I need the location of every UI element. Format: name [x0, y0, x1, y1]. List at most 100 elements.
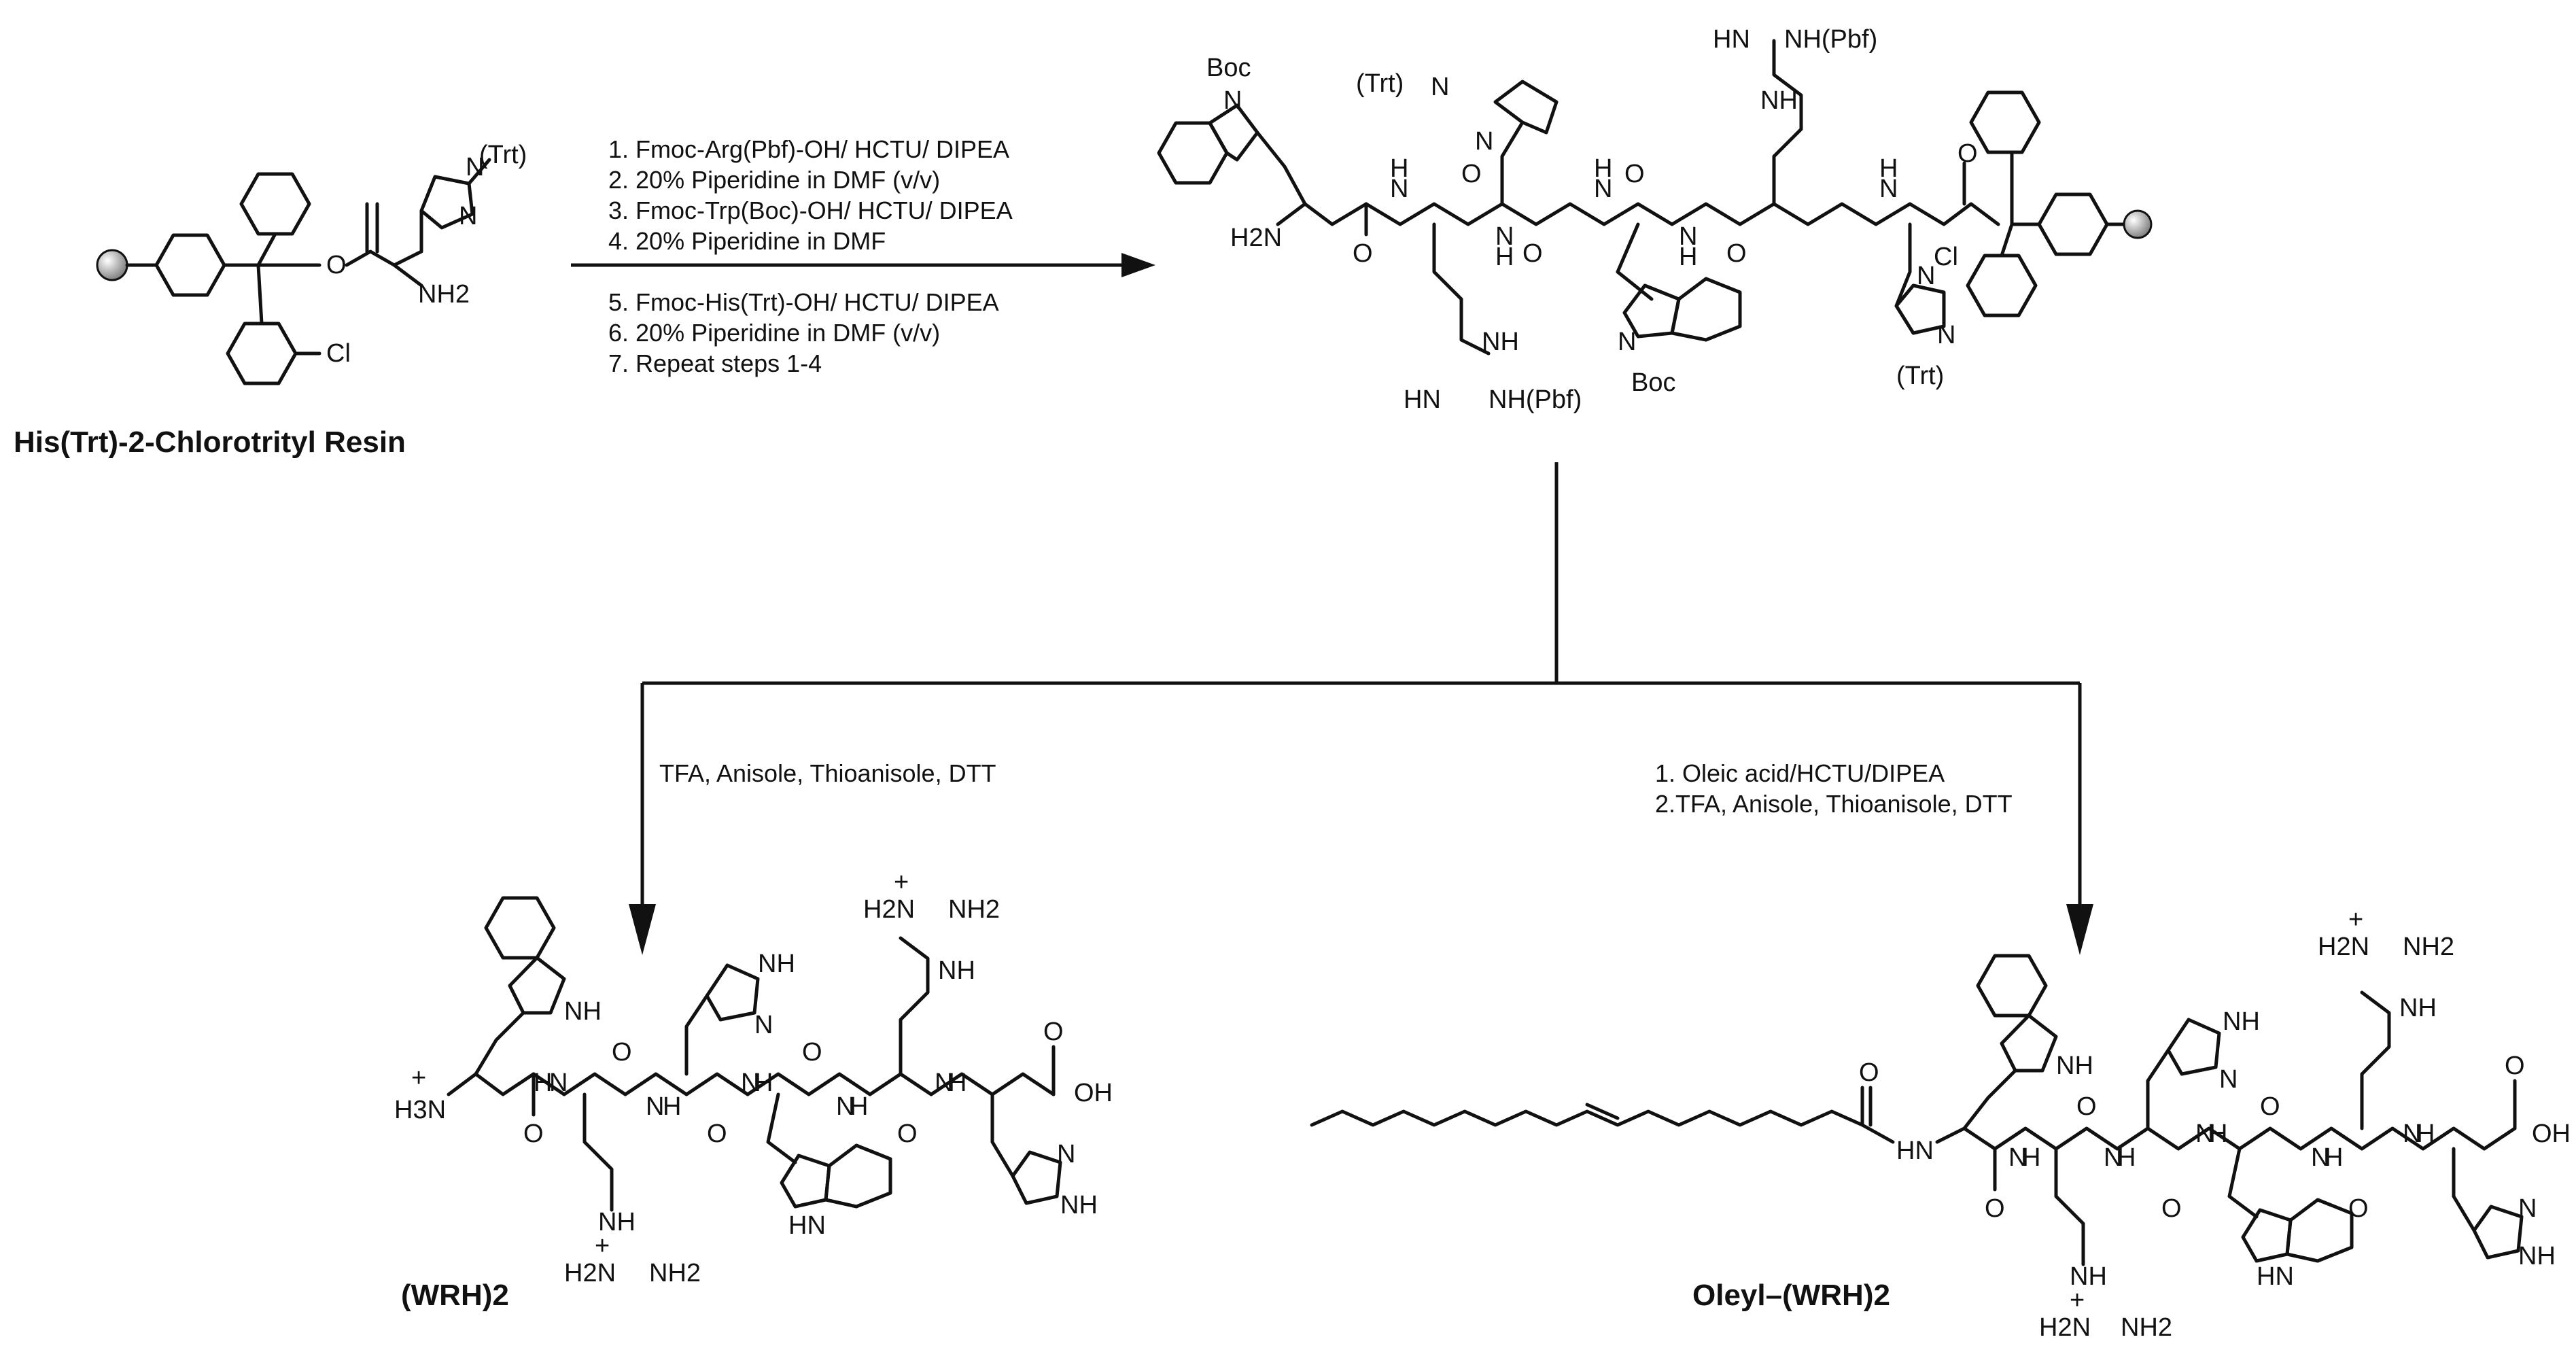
atom-label: NH	[598, 1208, 636, 1236]
atom-label: H	[850, 1092, 868, 1121]
atom-label: H	[2117, 1143, 2136, 1172]
atom-label: HN	[1896, 1137, 1934, 1165]
atom-label: O	[2260, 1092, 2280, 1121]
atom-label: H	[1495, 243, 1514, 271]
condition-line: 4. 20% Piperidine in DMF	[608, 227, 886, 255]
atom-label: N	[1937, 321, 1955, 349]
condition-line: 3. Fmoc-Trp(Boc)-OH/ HCTU/ DIPEA	[608, 196, 1013, 224]
atom-label: OH	[2532, 1120, 2571, 1148]
charge-label: +	[411, 1064, 426, 1092]
atom-label: O	[1624, 160, 1645, 188]
atom-label: HN	[1404, 385, 1441, 414]
atom-label: O	[612, 1038, 632, 1067]
condition-line: 2.TFA, Anisole, Thioanisole, DTT	[1655, 790, 2013, 818]
atom-label: N	[466, 153, 484, 181]
atom-label: H	[1679, 243, 1697, 271]
atom-label: NH(Pbf)	[1489, 385, 1582, 414]
atom-label: NH	[938, 956, 975, 985]
atom-label: H	[1879, 154, 1898, 183]
atom-label: O	[1726, 239, 1747, 268]
atom-label: H	[534, 1069, 552, 1097]
product-left-label: (WRH)2	[401, 1279, 509, 1312]
atom-label: O	[1043, 1018, 1064, 1046]
atom-label: N	[1618, 328, 1636, 356]
atom-label: NH	[1760, 86, 1798, 115]
atom-label: NH	[2070, 1262, 2107, 1291]
atom-label: O	[2505, 1052, 2525, 1080]
protected-peptide-structure	[1157, 39, 2126, 356]
atom-label: HN	[788, 1211, 826, 1240]
atom-label: N	[549, 1069, 568, 1097]
atom-label: N	[1495, 222, 1514, 251]
condition-line: 1. Fmoc-Arg(Pbf)-OH/ HCTU/ DIPEA	[608, 135, 1009, 163]
atom-label: NH2	[418, 280, 470, 309]
atom-label: N	[836, 1092, 854, 1121]
atom-label: N	[1431, 73, 1449, 101]
atom-label: NH2	[649, 1259, 701, 1287]
atom-label: NH	[2518, 1242, 2556, 1270]
atom-label: H	[754, 1069, 773, 1097]
atom-label: N	[459, 202, 477, 230]
atom-label: NH(Pbf)	[1784, 25, 1877, 54]
atom-label: N	[2195, 1120, 2214, 1148]
atom-label: H	[663, 1092, 681, 1121]
arrowhead-step1	[1121, 253, 1155, 277]
product-left-structure	[447, 896, 1062, 1212]
atom-label: N	[935, 1069, 953, 1097]
atom-label: HN	[1713, 25, 1750, 54]
atom-label: NH2	[2121, 1313, 2172, 1342]
atom-label: HN	[2257, 1262, 2294, 1291]
product-right-atoms: O HN NH NH N H2N NH2 + NH O O O O O O N …	[1859, 905, 2571, 1342]
atom-label: H2N	[863, 895, 915, 924]
atom-label: H	[1594, 154, 1612, 183]
starting-material-atoms: (Trt) N N NH2 O Cl	[326, 141, 527, 368]
condition-line: 1. Oleic acid/HCTU/DIPEA	[1655, 759, 1945, 787]
condition-line: 6. 20% Piperidine in DMF (v/v)	[608, 319, 940, 347]
resin-bead	[2123, 209, 2153, 239]
condition-line: 7. Repeat steps 1-4	[608, 349, 822, 377]
atom-label: O	[1859, 1058, 1879, 1087]
resin-bead	[96, 249, 128, 281]
condition-line: 2. 20% Piperidine in DMF (v/v)	[608, 166, 940, 194]
atom-label: N	[1594, 175, 1612, 203]
atom-label: (Trt)	[479, 141, 527, 169]
atom-label: Cl	[1934, 243, 1958, 271]
atom-label: NH	[2056, 1052, 2093, 1080]
atom-label: N	[1223, 86, 1242, 115]
charge-label: +	[2348, 905, 2363, 934]
atom-label: N	[1879, 175, 1898, 203]
atom-label: NH	[2223, 1007, 2260, 1036]
atom-label: H	[2209, 1120, 2227, 1148]
arrowhead-left-branch	[629, 904, 656, 955]
atom-label: N	[1057, 1140, 1075, 1169]
atom-label: N	[646, 1092, 664, 1121]
atom-label: Boc	[1631, 368, 1675, 397]
atom-label: H2N	[2318, 933, 2369, 961]
atom-label: (Trt)	[1356, 69, 1404, 98]
atom-label: O	[523, 1120, 544, 1148]
atom-label: O	[802, 1038, 822, 1067]
atom-label: O	[1461, 160, 1482, 188]
branch-connector	[640, 462, 2082, 904]
atom-label: N	[2008, 1143, 2027, 1172]
atom-label: H2N	[2039, 1313, 2091, 1342]
atom-label: OH	[1074, 1079, 1113, 1107]
arrowhead-right-branch	[2066, 904, 2093, 955]
right-branch-conditions: 1. Oleic acid/HCTU/DIPEA 2.TFA, Anisole,…	[1655, 759, 2013, 818]
atom-label: H	[1390, 154, 1408, 183]
atom-label: NH	[1060, 1191, 1098, 1219]
atom-label: H2N	[1230, 224, 1282, 252]
atom-label: NH	[564, 997, 602, 1026]
atom-label: N	[1475, 127, 1493, 156]
charge-label: +	[2070, 1286, 2085, 1315]
atom-label: N	[2518, 1194, 2537, 1223]
atom-label: O	[1522, 239, 1543, 268]
condition-line: 5. Fmoc-His(Trt)-OH/ HCTU/ DIPEA	[608, 288, 999, 316]
atom-label: O	[707, 1120, 727, 1148]
product-right-label: Oleyl–(WRH)2	[1692, 1279, 1890, 1312]
atom-label: H2N	[564, 1259, 616, 1287]
charge-label: +	[894, 868, 909, 897]
atom-label: NH2	[2403, 933, 2454, 961]
atom-label: O	[897, 1120, 918, 1148]
left-branch-conditions: TFA, Anisole, Thioanisole, DTT	[659, 759, 996, 787]
